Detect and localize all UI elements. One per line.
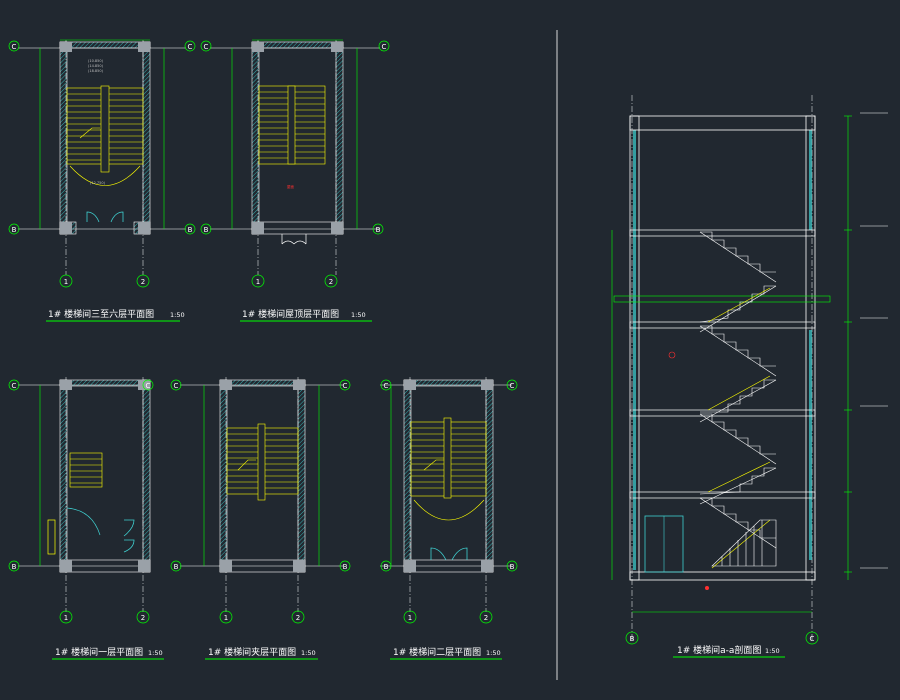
- axis-bubble-2: 2: [329, 278, 333, 286]
- grid-bubble-c: C: [204, 43, 209, 51]
- axis-bubble-1: 1: [64, 278, 68, 286]
- grid-bubble-b: B: [376, 226, 381, 234]
- drawing-title: 1# 楼梯间三至六层平面图: [48, 308, 154, 320]
- grid-bubble-c: C: [188, 43, 193, 51]
- grid-bubble-b: B: [174, 563, 179, 571]
- grid-bubble-c: C: [810, 635, 815, 643]
- drawing-title: 1# 楼梯间一层平面图: [55, 646, 143, 658]
- grid-bubble-b: B: [12, 226, 17, 234]
- drawing-title: 1# 楼梯间夹层平面图: [208, 646, 296, 658]
- plan-3-6-floor: (10.850) (14.850) (18.850) (12.750) C C …: [8, 39, 196, 322]
- grid-bubble-c: C: [12, 382, 17, 390]
- grid-bubble-c: C: [510, 382, 515, 390]
- svg-text:屋面: 屋面: [287, 184, 295, 189]
- drawing-scale: 1:50: [148, 649, 163, 657]
- drawing-title: 1# 楼梯间二层平面图: [393, 646, 481, 658]
- svg-text:(12.750): (12.750): [90, 181, 106, 185]
- section-a-a: B C 1# 楼梯间a-a剖面图 1:50: [611, 95, 888, 658]
- grid-bubble-c: C: [343, 382, 348, 390]
- axis-bubble-2: 2: [296, 614, 300, 622]
- axis-bubble-2: 2: [141, 614, 145, 622]
- drawing-title: 1# 楼梯间a-a剖面图: [677, 644, 761, 656]
- grid-bubble-c: C: [146, 382, 151, 390]
- axis-bubble-2: 2: [484, 614, 488, 622]
- grid-bubble-b: B: [204, 226, 209, 234]
- grid-bubble-c: C: [12, 43, 17, 51]
- drawing-title: 1# 楼梯间屋顶层平面图: [242, 308, 339, 320]
- axis-bubble-1: 1: [224, 614, 228, 622]
- plan-mezzanine-floor: C C B B 1 2 1# 楼梯间夹层平面图 1:50: [170, 377, 351, 660]
- plan-roof-floor: 屋面 C C B B 1 2 1# 楼梯间屋顶层平面图 1:50: [200, 39, 390, 322]
- grid-bubble-b: B: [12, 563, 17, 571]
- plan-ground-floor: C C B 1 2 1# 楼梯间一层平面图 1:50: [8, 377, 164, 660]
- svg-text:(18.850): (18.850): [88, 69, 104, 73]
- drawing-scale: 1:50: [486, 649, 501, 657]
- svg-text:(14.850): (14.850): [88, 64, 104, 68]
- drawing-scale: 1:50: [301, 649, 316, 657]
- axis-bubble-2: 2: [141, 278, 145, 286]
- drawing-scale: 1:50: [170, 311, 185, 319]
- grid-bubble-c: C: [382, 43, 387, 51]
- svg-text:(10.850): (10.850): [88, 59, 104, 63]
- axis-bubble-1: 1: [64, 614, 68, 622]
- drawing-scale: 1:50: [351, 311, 366, 319]
- grid-bubble-b: B: [510, 563, 515, 571]
- grid-bubble-c: C: [384, 382, 389, 390]
- grid-bubble-b: B: [188, 226, 193, 234]
- grid-bubble-b: B: [384, 563, 389, 571]
- drawing-scale: 1:50: [765, 647, 780, 655]
- grid-bubble-b: B: [343, 563, 348, 571]
- axis-bubble-1: 1: [408, 614, 412, 622]
- plan-second-floor: C C B B 1 2 1# 楼梯间二层平面图 1:50: [380, 377, 518, 660]
- axis-bubble-1: 1: [256, 278, 260, 286]
- grid-bubble-b: B: [630, 635, 635, 643]
- grid-bubble-c: C: [174, 382, 179, 390]
